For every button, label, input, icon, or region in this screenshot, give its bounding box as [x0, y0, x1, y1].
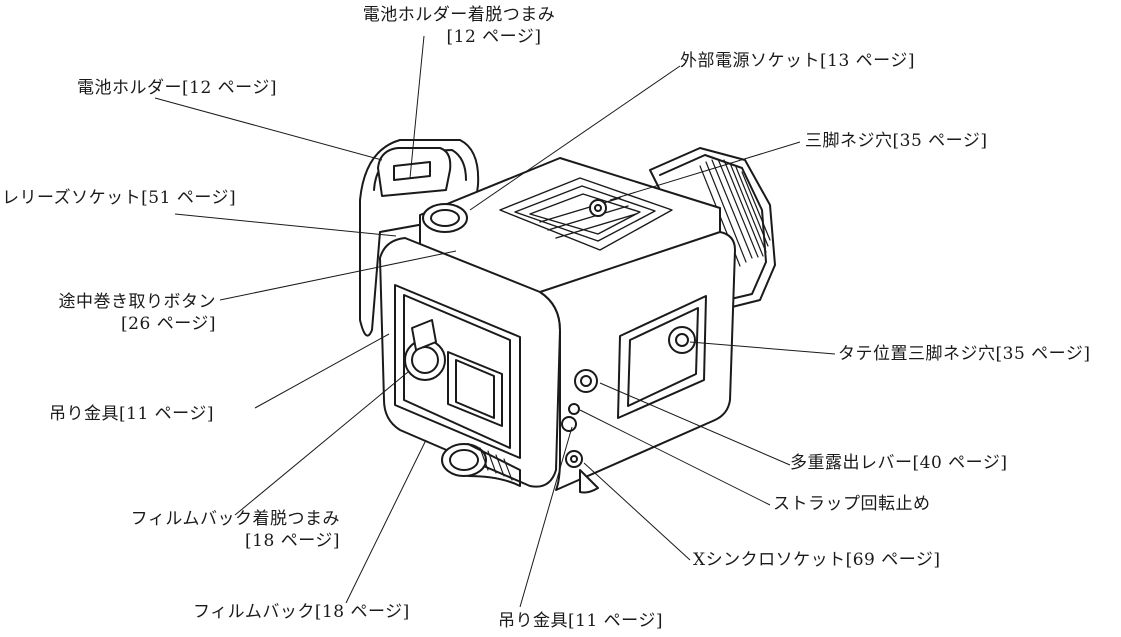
bottom-strap-lug — [441, 443, 521, 487]
label-x-sync-socket: Xシンクロソケット[69 ページ] — [693, 550, 941, 570]
label-strap-rotation-stop: ストラップ回転止め — [773, 494, 931, 514]
label-multiple-exposure-lever: 多重露出レバー[40 ページ] — [790, 453, 1008, 473]
label-vertical-tripod-socket: タテ位置三脚ネジ穴[35 ページ] — [838, 344, 1091, 364]
strap-rotation-stop — [568, 403, 580, 415]
label-tripod-socket: 三脚ネジ穴[35 ページ] — [805, 131, 988, 151]
x-sync-socket — [565, 450, 583, 468]
external-power-socket — [422, 203, 468, 233]
label-battery-holder: 電池ホルダー[12 ページ] — [77, 78, 277, 98]
label-film-back-release-line2: [18 ページ] — [245, 531, 340, 551]
label-strap-lug-bottom: 吊り金具[11 ページ] — [498, 611, 663, 631]
label-battery-holder-release: 電池ホルダー着脱つまみ [12 ページ] — [335, 4, 583, 48]
label-midroll-rewind-button-line2: [26 ページ] — [121, 314, 216, 334]
label-strap-lug-left: 吊り金具[11 ページ] — [49, 404, 214, 424]
label-film-back-release-line1: フィルムバック着脱つまみ — [130, 509, 340, 529]
label-release-socket: レリーズソケット[51 ページ] — [2, 188, 237, 208]
multiple-exposure-lever — [574, 369, 598, 393]
tripod-socket-top — [589, 199, 607, 217]
label-midroll-rewind-button: 途中巻き取りボタン [26 ページ] — [10, 291, 216, 335]
label-midroll-rewind-button-line1: 途中巻き取りボタン — [58, 292, 216, 312]
label-film-back: フィルムバック[18 ページ] — [193, 602, 410, 622]
label-battery-holder-release-line2: [12 ページ] — [446, 27, 542, 47]
label-battery-holder-release-line1: 電池ホルダー着脱つまみ — [362, 5, 556, 25]
label-external-power-socket: 外部電源ソケット[13 ページ] — [680, 51, 915, 71]
label-film-back-release: フィルムバック着脱つまみ [18 ページ] — [60, 508, 340, 552]
leader-lines — [154, 35, 836, 608]
